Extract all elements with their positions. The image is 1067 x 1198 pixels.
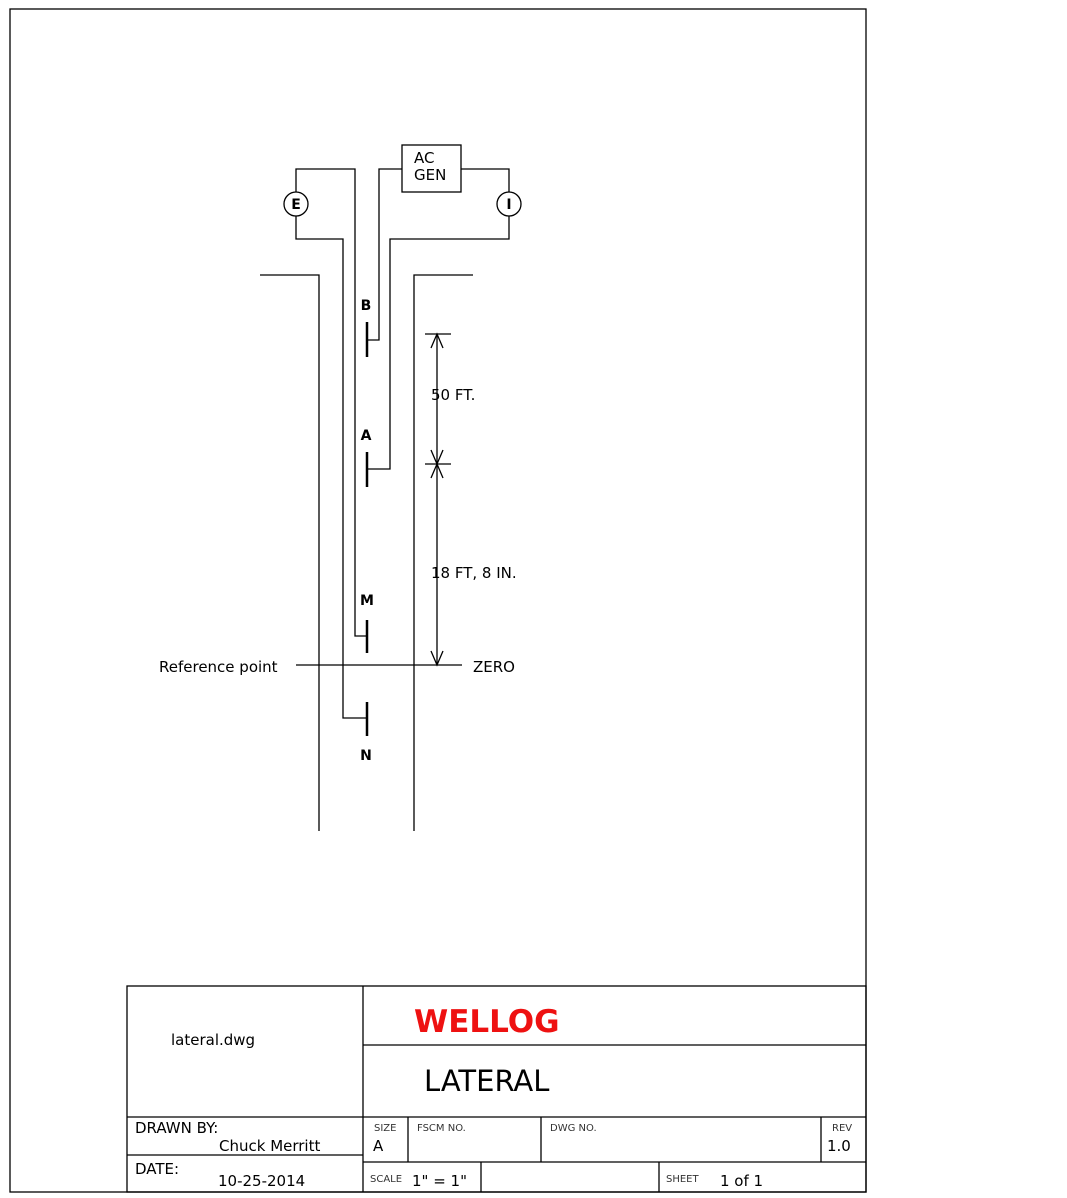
dimension-line bbox=[425, 332, 451, 667]
zero-label: ZERO bbox=[473, 658, 515, 676]
drawing-title: LATERAL bbox=[424, 1064, 549, 1098]
svg-text:B: B bbox=[361, 298, 372, 314]
svg-text:SIZE: SIZE bbox=[374, 1123, 396, 1134]
svg-text:E: E bbox=[291, 197, 301, 213]
sheet-number: 1 of 1 bbox=[720, 1172, 763, 1190]
svg-text:AC: AC bbox=[414, 149, 434, 167]
wire-gen-to-i bbox=[461, 168, 510, 192]
svg-text:FSCM NO.: FSCM NO. bbox=[417, 1123, 466, 1134]
dimension-upper-label: 50 FT. bbox=[431, 386, 475, 404]
svg-text:I: I bbox=[506, 197, 511, 213]
wire-e-to-m bbox=[295, 168, 367, 637]
casing-left bbox=[260, 274, 320, 831]
meter-i-icon: I bbox=[496, 191, 522, 217]
drawn-by: Chuck Merritt bbox=[219, 1137, 320, 1155]
wire-i-to-a bbox=[367, 216, 510, 470]
svg-text:DRAWN BY:: DRAWN BY: bbox=[135, 1119, 218, 1137]
svg-text:DWG NO.: DWG NO. bbox=[550, 1123, 597, 1134]
lateral-diagram: AC GEN E I B A M N bbox=[159, 144, 522, 831]
scale: 1" = 1" bbox=[412, 1172, 467, 1190]
reference-label: Reference point bbox=[159, 658, 278, 676]
filename: lateral.dwg bbox=[171, 1031, 255, 1049]
svg-text:SHEET: SHEET bbox=[666, 1174, 700, 1185]
revision: 1.0 bbox=[827, 1137, 851, 1155]
ac-generator-box: AC GEN bbox=[401, 144, 462, 193]
wire-e-to-n bbox=[295, 216, 367, 719]
title-block: lateral.dwg WELLOG LATERAL DRAWN BY: Chu… bbox=[126, 985, 867, 1193]
svg-text:N: N bbox=[360, 748, 372, 764]
svg-text:A: A bbox=[361, 428, 372, 444]
casing-right bbox=[413, 274, 473, 831]
date: 10-25-2014 bbox=[218, 1172, 305, 1190]
svg-text:DATE:: DATE: bbox=[135, 1160, 179, 1178]
wire-gen-to-b bbox=[367, 168, 402, 341]
svg-text:SCALE: SCALE bbox=[370, 1174, 402, 1185]
dimension-lower-label: 18 FT, 8 IN. bbox=[431, 564, 517, 582]
svg-text:REV: REV bbox=[832, 1123, 852, 1134]
svg-text:GEN: GEN bbox=[414, 166, 446, 184]
size: A bbox=[373, 1137, 384, 1155]
svg-text:M: M bbox=[360, 593, 374, 609]
meter-e-icon: E bbox=[283, 191, 309, 217]
company-name: WELLOG bbox=[414, 1004, 560, 1040]
